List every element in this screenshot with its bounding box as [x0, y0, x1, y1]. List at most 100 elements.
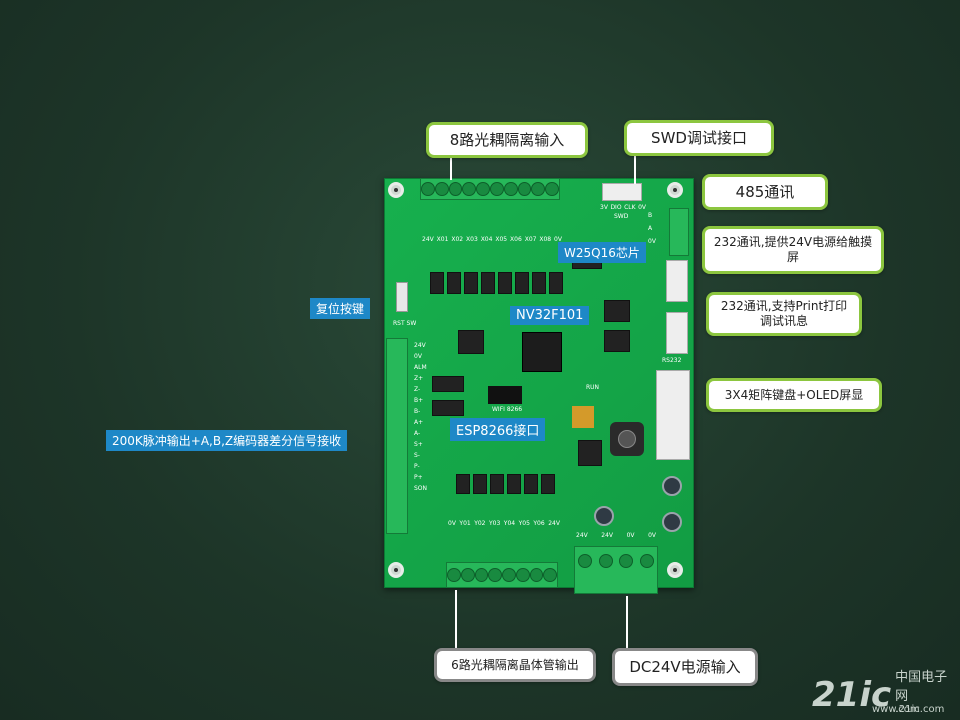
input-terminal-block	[420, 178, 560, 200]
reset-button	[396, 282, 408, 312]
mcu-chip	[522, 332, 562, 372]
pulse-terminal-block	[386, 338, 408, 534]
pin-label: 0V	[648, 532, 656, 539]
rs232-print-connector	[666, 312, 688, 354]
pin-label: S-	[414, 452, 420, 459]
screw	[421, 182, 435, 196]
output-terminal-block	[446, 562, 558, 588]
keypad-header	[656, 370, 690, 460]
pin-label: Y06	[533, 520, 545, 527]
pin-label: 0V	[648, 238, 656, 245]
pin-label: 24V	[548, 520, 560, 527]
inductor	[610, 422, 644, 456]
pin-label: A-	[414, 430, 421, 437]
pin-label: 0V	[626, 532, 635, 539]
watermark-url: www.21ic.com	[872, 704, 945, 715]
screw	[639, 553, 654, 568]
pin-label: 24V	[601, 532, 614, 539]
pin-label: X04	[480, 236, 493, 243]
power-terminal-block	[574, 546, 658, 594]
optocoupler	[456, 474, 470, 494]
capacitor	[662, 512, 682, 532]
mounting-hole	[667, 182, 683, 198]
callout-dc-input: DC24V电源输入	[612, 648, 758, 686]
wifi-label: WIFI 8266	[492, 406, 523, 413]
pin-label: ALM	[414, 364, 427, 371]
watermark-brand: 21ic	[812, 675, 892, 715]
mounting-hole	[388, 182, 404, 198]
power-silkscreen: 24V 24V 0V 0V	[576, 532, 656, 539]
pin-label: X05	[495, 236, 508, 243]
callout-rs232-touch: 232通讯,提供24V电源给触摸屏	[702, 226, 884, 274]
tag-w25q16: W25Q16芯片	[558, 242, 646, 263]
capacitor	[662, 476, 682, 496]
optocoupler	[464, 272, 478, 294]
callout-rs485: 485通讯	[702, 174, 828, 210]
screw	[515, 568, 530, 582]
ic-chip	[604, 300, 630, 322]
tag-reset: 复位按键	[310, 298, 371, 319]
rs232-touch-connector	[666, 260, 688, 302]
screw	[543, 568, 557, 582]
pin-label: DIO	[610, 204, 622, 211]
mounting-hole	[667, 562, 683, 578]
optocoupler	[524, 474, 538, 494]
screw	[529, 568, 544, 582]
screw	[503, 182, 518, 196]
screw	[462, 182, 477, 196]
esp8266-header	[488, 386, 522, 404]
optocoupler	[473, 474, 487, 494]
pin-label: A+	[414, 419, 424, 426]
optocoupler	[549, 272, 563, 294]
ic-chip	[604, 330, 630, 352]
pin-label: X06	[510, 236, 522, 243]
pin-label: 3V	[600, 204, 608, 211]
pin-label: Y01	[459, 520, 471, 527]
optocoupler	[515, 272, 529, 294]
optocoupler	[447, 272, 461, 294]
screw	[517, 182, 532, 196]
callout-rs232-print: 232通讯,支持Print打印调试讯息	[706, 292, 862, 336]
rs485-terminal	[669, 208, 689, 256]
screw	[598, 553, 613, 568]
screw	[531, 182, 546, 196]
callout-line	[455, 590, 457, 650]
tag-pulse-output: 200K脉冲输出+A,B,Z编码器差分信号接收	[106, 430, 348, 451]
optocoupler-row	[430, 272, 570, 294]
capacitor	[594, 506, 614, 526]
pin-label: Y05	[518, 520, 530, 527]
pin-label: B	[648, 212, 653, 219]
tag-mcu: NV32F101	[510, 306, 590, 325]
swd-label: SWD	[614, 213, 629, 220]
regulator-chip	[578, 440, 602, 466]
pin-label: P+	[414, 474, 423, 481]
rs232-label: RS232	[662, 357, 682, 364]
pin-label: Z+	[414, 375, 424, 382]
callout-keypad-oled: 3X4矩阵键盘+OLED屏显	[706, 378, 882, 412]
pin-label: A	[648, 225, 653, 232]
callout-line	[626, 596, 628, 650]
tag-esp8266: ESP8266接口	[450, 418, 546, 441]
pin-label: 0V	[414, 353, 422, 360]
screw	[447, 568, 461, 582]
screw	[434, 182, 449, 196]
pin-label: 24V	[576, 532, 588, 539]
callout-transistor-output: 6路光耦隔离晶体管输出	[434, 648, 596, 682]
pin-label: X03	[466, 236, 478, 243]
pin-label: CLK	[624, 204, 636, 211]
mounting-hole	[388, 562, 404, 578]
screw	[502, 568, 516, 582]
rst-label: RST SW	[393, 320, 417, 327]
pin-label: SON	[414, 485, 428, 492]
callout-swd: SWD调试接口	[624, 120, 774, 156]
optocoupler	[541, 474, 555, 494]
screw	[476, 182, 490, 196]
pin-label: 24V	[414, 342, 426, 349]
pin-label: Y04	[503, 520, 516, 527]
pin-label: X07	[524, 236, 537, 243]
callout-line	[450, 158, 452, 180]
